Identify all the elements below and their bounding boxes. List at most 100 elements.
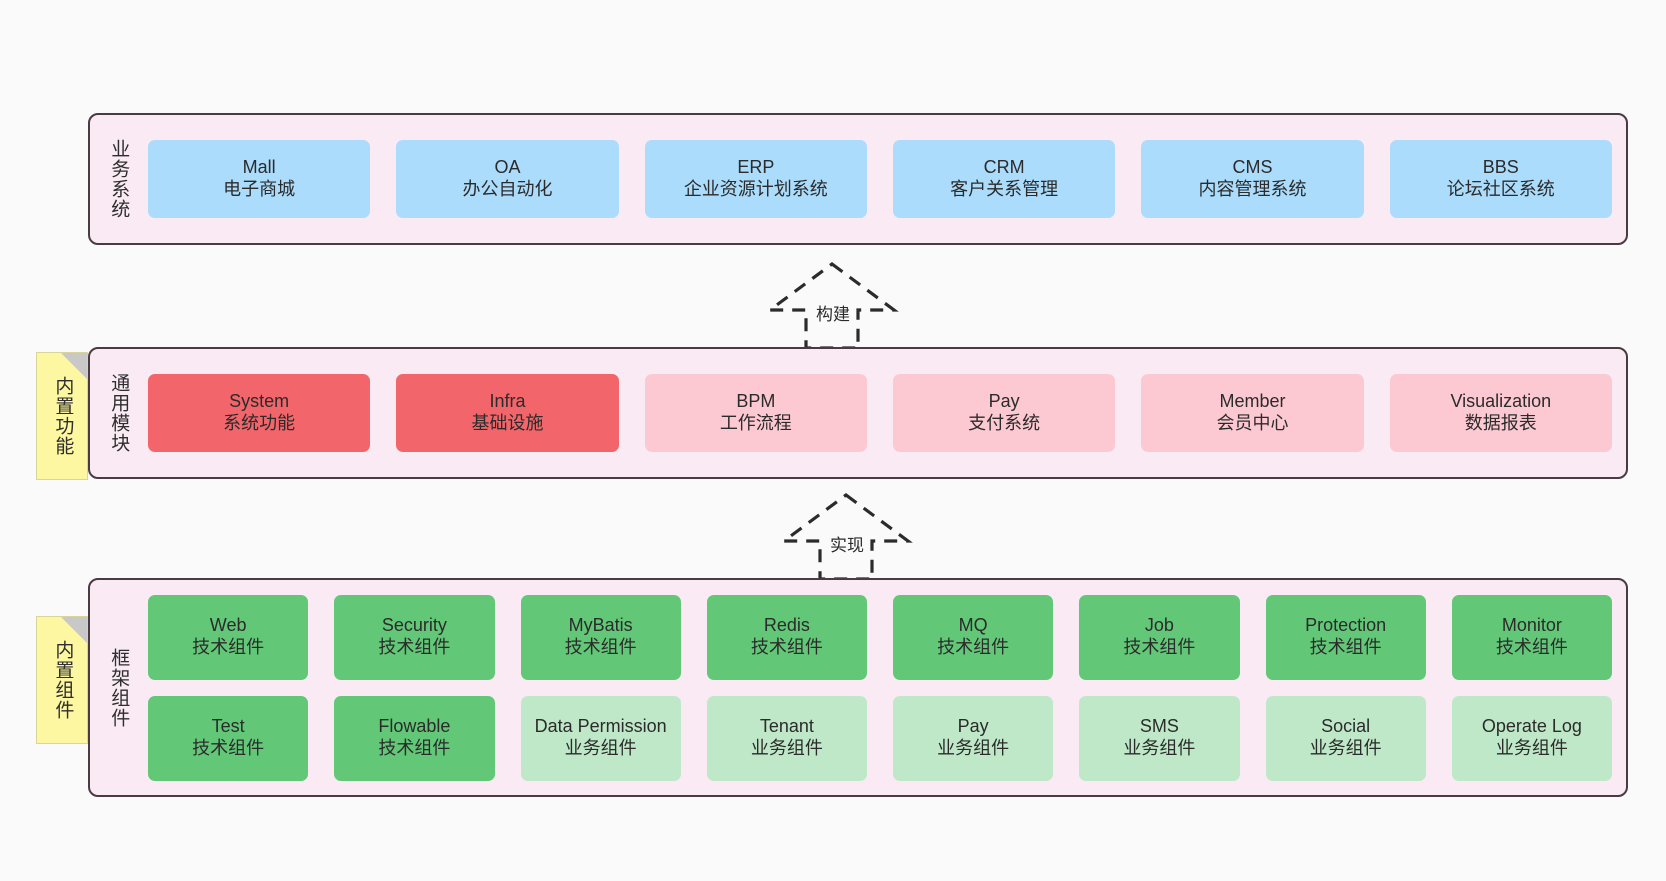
node-tenant[interactable]: Tenant 业务组件	[706, 695, 867, 781]
node-label-cn: 技术组件	[378, 738, 451, 758]
node-label-en: Security	[381, 615, 447, 636]
node-label-en: Flowable	[378, 716, 451, 737]
node-job[interactable]: Job 技术组件	[1079, 594, 1240, 680]
node-label-cn: 工作流程	[719, 413, 792, 433]
node-monitor[interactable]: Monitor 技术组件	[1451, 594, 1612, 680]
node-social[interactable]: Social 业务组件	[1265, 695, 1426, 781]
node-row: System 系统功能 Infra 基础设施 BPM 工作流程 Pay 支付系统…	[148, 374, 1612, 452]
node-label-cn: 系统功能	[223, 413, 296, 433]
node-label-cn: 技术组件	[192, 637, 265, 657]
node-web[interactable]: Web 技术组件	[148, 594, 309, 680]
node-label-en: Operate Log	[1481, 716, 1582, 737]
node-label-en: System	[229, 391, 290, 412]
node-label-en: MQ	[958, 615, 988, 636]
node-label-en: Pay	[988, 391, 1020, 412]
node-label-cn: 技术组件	[1309, 637, 1382, 657]
node-infra[interactable]: Infra 基础设施	[396, 374, 619, 452]
node-label-en: Protection	[1305, 615, 1387, 636]
node-security[interactable]: Security 技术组件	[334, 594, 495, 680]
node-label-cn: 业务组件	[937, 738, 1010, 758]
node-label-cn: 技术组件	[1123, 637, 1196, 657]
layer-title-common-modules: 通用模块	[108, 373, 130, 453]
node-label-en: Redis	[763, 615, 810, 636]
node-label-cn: 技术组件	[378, 637, 451, 657]
arrow-build: 构建	[752, 258, 912, 350]
node-data-permission[interactable]: Data Permission 业务组件	[520, 695, 681, 781]
node-label-cn: 技术组件	[937, 637, 1010, 657]
node-operate-log[interactable]: Operate Log 业务组件	[1451, 695, 1612, 781]
arrow-label-build: 构建	[816, 305, 850, 324]
node-label-cn: 基础设施	[471, 413, 544, 433]
node-bpm[interactable]: BPM 工作流程	[644, 374, 867, 452]
node-label-cn: 电子商城	[223, 179, 296, 199]
node-label-en: CRM	[983, 157, 1025, 178]
node-sms[interactable]: SMS 业务组件	[1079, 695, 1240, 781]
sticky-note-builtin-components: 内置组件	[36, 616, 88, 744]
node-pay-module[interactable]: Pay 支付系统	[892, 374, 1116, 452]
node-label-cn: 办公自动化	[462, 179, 553, 199]
node-mybatis[interactable]: MyBatis 技术组件	[520, 594, 681, 680]
layer-panel-common-modules: 通用模块 System 系统功能 Infra 基础设施 BPM 工作流程 Pay…	[88, 347, 1628, 479]
node-label-cn: 技术组件	[192, 738, 265, 758]
node-label-cn: 数据报表	[1464, 413, 1537, 433]
node-protection[interactable]: Protection 技术组件	[1265, 594, 1426, 680]
layer-body-common-modules: System 系统功能 Infra 基础设施 BPM 工作流程 Pay 支付系统…	[136, 349, 1626, 477]
sticky-note-builtin-features: 内置功能	[36, 352, 88, 480]
node-label-cn: 技术组件	[750, 637, 823, 657]
layer-body-business: Mall 电子商城 OA 办公自动化 ERP 企业资源计划系统 CRM 客户关系…	[136, 115, 1626, 243]
node-redis[interactable]: Redis 技术组件	[706, 594, 867, 680]
node-label-cn: 客户关系管理	[950, 179, 1059, 199]
node-label-cn: 业务组件	[750, 738, 823, 758]
node-label-en: CMS	[1232, 157, 1273, 178]
node-flowable[interactable]: Flowable 技术组件	[334, 695, 495, 781]
node-label-en: Web	[209, 615, 247, 636]
node-label-cn: 技术组件	[1495, 637, 1568, 657]
node-erp[interactable]: ERP 企业资源计划系统	[644, 140, 867, 218]
node-cms[interactable]: CMS 内容管理系统	[1141, 140, 1364, 218]
node-label-en: MyBatis	[568, 615, 633, 636]
node-member[interactable]: Member 会员中心	[1141, 374, 1364, 452]
node-label-cn: 技术组件	[564, 637, 637, 657]
layer-panel-business: 业务系统 Mall 电子商城 OA 办公自动化 ERP 企业资源计划系统 CRM…	[88, 113, 1628, 245]
node-label-cn: 业务组件	[1309, 738, 1382, 758]
arrow-implement: 实现	[766, 489, 926, 581]
node-label-cn: 会员中心	[1216, 413, 1289, 433]
node-label-en: Infra	[489, 391, 526, 412]
node-label-en: ERP	[737, 157, 775, 178]
node-pay-component[interactable]: Pay 业务组件	[893, 695, 1054, 781]
node-test[interactable]: Test 技术组件	[148, 695, 309, 781]
arrow-label-implement: 实现	[830, 536, 864, 555]
node-label-en: Data Permission	[534, 716, 667, 737]
node-label-en: Social	[1321, 716, 1371, 737]
node-row: Mall 电子商城 OA 办公自动化 ERP 企业资源计划系统 CRM 客户关系…	[148, 140, 1612, 218]
node-label-cn: 支付系统	[968, 413, 1041, 433]
node-system[interactable]: System 系统功能	[148, 374, 371, 452]
node-label-en: Mall	[242, 157, 276, 178]
node-label-en: Test	[211, 716, 245, 737]
node-label-cn: 论坛社区系统	[1446, 179, 1555, 199]
node-label-cn: 业务组件	[1123, 738, 1196, 758]
node-label-cn: 业务组件	[564, 738, 637, 758]
node-row: Web 技术组件 Security 技术组件 MyBatis 技术组件 Redi…	[148, 594, 1612, 680]
node-label-en: Visualization	[1450, 391, 1552, 412]
node-label-cn: 业务组件	[1495, 738, 1568, 758]
node-row: Test 技术组件 Flowable 技术组件 Data Permission …	[148, 695, 1612, 781]
layer-title-business: 业务系统	[108, 139, 130, 219]
node-mall[interactable]: Mall 电子商城	[148, 140, 371, 218]
node-label-en: Job	[1144, 615, 1174, 636]
node-label-en: Pay	[957, 716, 989, 737]
sticky-label: 内置功能	[52, 376, 74, 456]
node-bbs[interactable]: BBS 论坛社区系统	[1389, 140, 1612, 218]
node-mq[interactable]: MQ 技术组件	[893, 594, 1054, 680]
node-label-cn: 企业资源计划系统	[683, 179, 828, 199]
node-crm[interactable]: CRM 客户关系管理	[892, 140, 1116, 218]
node-label-en: Member	[1219, 391, 1286, 412]
layer-body-framework-components: Web 技术组件 Security 技术组件 MyBatis 技术组件 Redi…	[136, 580, 1626, 795]
node-oa[interactable]: OA 办公自动化	[396, 140, 619, 218]
node-label-en: OA	[494, 157, 521, 178]
node-visualization[interactable]: Visualization 数据报表	[1389, 374, 1612, 452]
node-label-en: Tenant	[759, 716, 814, 737]
layer-title-framework-components: 框架组件	[108, 647, 130, 728]
node-label-en: BBS	[1482, 157, 1519, 178]
sticky-label: 内置组件	[52, 640, 74, 720]
